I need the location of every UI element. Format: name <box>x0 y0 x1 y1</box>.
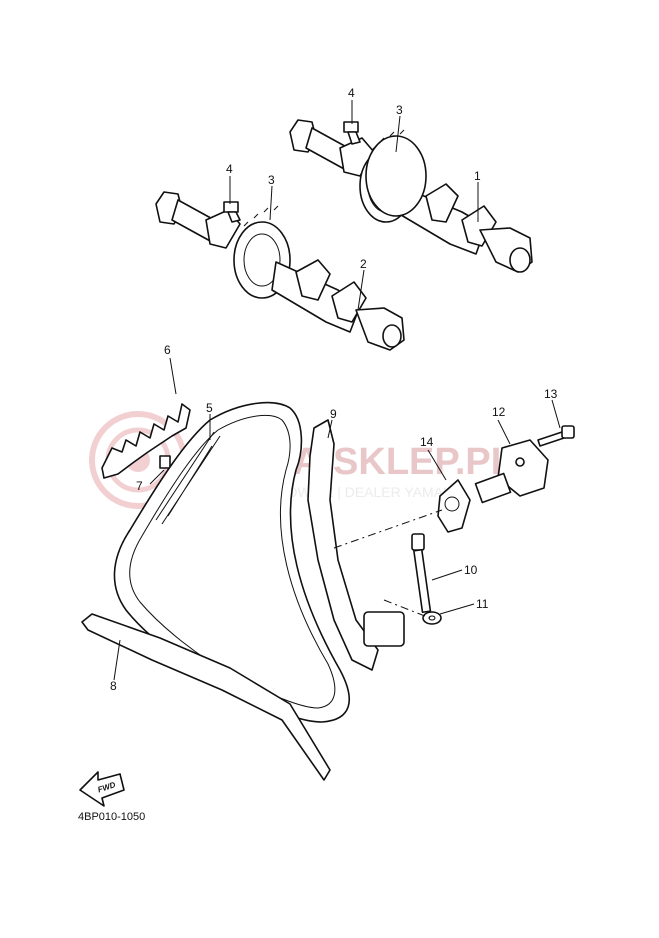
callout-4-lower: 4 <box>226 162 233 176</box>
cam-sprocket-upper <box>365 129 427 217</box>
chain-guide-8 <box>81 613 331 781</box>
callouts: 1 2 3 3 4 4 5 6 7 8 9 10 11 12 13 14 <box>110 86 558 693</box>
bolt-4-lower <box>223 201 241 223</box>
callout-10: 10 <box>464 563 478 577</box>
camshaft-2 <box>155 191 405 351</box>
assembly-lines <box>333 509 443 619</box>
callout-6: 6 <box>164 343 171 357</box>
bolt-10 <box>411 533 432 614</box>
callout-11: 11 <box>476 597 489 611</box>
callout-8: 8 <box>110 679 117 693</box>
callout-13: 13 <box>544 387 558 401</box>
cam-chain-5 <box>113 401 351 723</box>
gasket-14 <box>437 479 471 533</box>
bolt-13 <box>537 425 575 447</box>
chain-tensioner-12 <box>474 439 549 504</box>
chain-guide-6 <box>101 403 191 479</box>
washer-11 <box>422 611 442 625</box>
callout-2: 2 <box>360 257 367 271</box>
diagram-code: 4BP010-1050 <box>78 811 146 823</box>
callout-4-upper: 4 <box>348 86 355 100</box>
bolt-4-upper <box>343 121 361 145</box>
callout-3-lower: 3 <box>268 173 275 187</box>
bolt-7 <box>159 455 171 469</box>
leader-lines <box>113 100 561 681</box>
callout-3-upper: 3 <box>396 103 403 117</box>
callout-7: 7 <box>136 479 143 493</box>
fwd-arrow-icon: FWD <box>79 771 125 807</box>
callout-14: 14 <box>420 435 434 449</box>
callout-1: 1 <box>474 169 481 183</box>
callout-9: 9 <box>330 407 337 421</box>
callout-5: 5 <box>206 401 213 415</box>
chain-guide-9 <box>307 419 405 671</box>
cam-sprocket-lower <box>243 205 279 227</box>
callout-12: 12 <box>492 405 506 419</box>
